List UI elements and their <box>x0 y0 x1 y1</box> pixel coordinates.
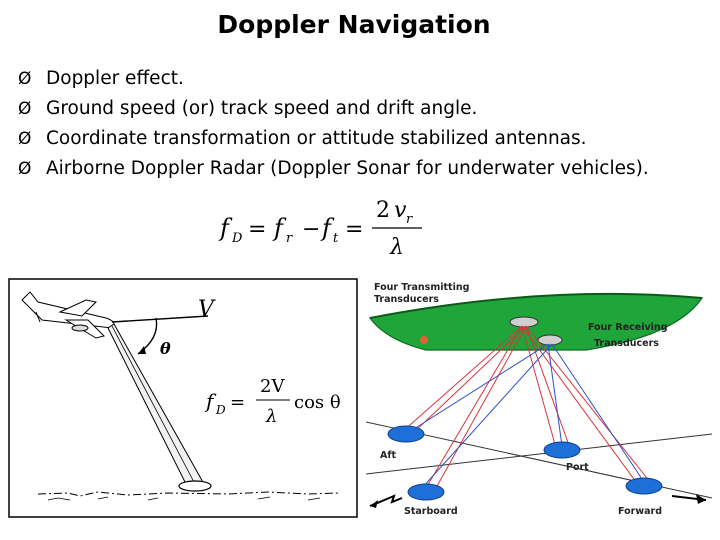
left-formula-eq: = <box>230 392 245 413</box>
angle-label: θ <box>160 339 171 358</box>
formula-den: λ <box>389 235 404 260</box>
bullet-item: Ø Airborne Doppler Radar (Doppler Sonar f… <box>18 154 649 184</box>
transmit-label-line2: Transducers <box>374 294 439 305</box>
bullet-text: Doppler effect. <box>46 68 184 89</box>
formula-fr: f <box>272 214 287 242</box>
label-aft: Aft <box>380 450 396 461</box>
receive-label-line2: Transducers <box>594 338 659 349</box>
hull-marker <box>420 336 428 344</box>
formula-eq2: = <box>345 217 363 242</box>
formula-sub-d: D <box>231 231 243 246</box>
velocity-vector <box>111 315 209 323</box>
label-starboard: Starboard <box>404 506 458 517</box>
formula-eq: = <box>248 217 266 242</box>
formula-num-two: 2 <box>376 198 390 223</box>
vessel-deck-edge <box>369 292 703 319</box>
starboard-arrowhead-icon <box>370 500 378 508</box>
formula-num-v: v <box>394 198 407 223</box>
beam-centerline <box>111 325 196 485</box>
left-formula-num: 2V <box>260 376 285 397</box>
bullet-arrow-icon: Ø <box>18 99 32 119</box>
bullet-item: Ø Doppler effect. <box>18 64 649 94</box>
footprint-forward <box>625 477 663 495</box>
bullet-item: Ø Ground speed (or) track speed and drift… <box>18 94 649 124</box>
bullet-arrow-icon: Ø <box>18 129 32 149</box>
seafloor-line-a <box>366 433 713 475</box>
formula-num-sub-r: r <box>406 212 413 227</box>
vessel-doppler-sonar-diagram: Four Transmitting Transducers Four Recei… <box>366 282 713 517</box>
bullet-text: Ground speed (or) track speed and drift … <box>46 98 478 119</box>
transmit-beams <box>401 325 651 489</box>
footprint-aft <box>387 425 425 443</box>
aircraft-doppler-diagram: V θ f D = 2V λ cos θ <box>8 278 358 518</box>
bullet-item: Ø Coordinate transformation or attitude s… <box>18 124 649 154</box>
forward-arrowhead-icon <box>696 494 706 504</box>
transmitting-transducers <box>509 316 539 328</box>
ground-line <box>37 491 339 497</box>
left-formula-sub-d: D <box>215 403 226 417</box>
label-forward: Forward <box>618 506 662 517</box>
velocity-label: V <box>198 297 216 322</box>
ground-hatch <box>47 496 321 501</box>
left-formula-cos: cos θ <box>294 392 341 413</box>
bullet-text: Airborne Doppler Radar (Doppler Sonar fo… <box>46 158 649 179</box>
formula-sub-r: r <box>286 231 293 246</box>
left-formula-den: λ <box>265 406 277 427</box>
beam-footprint <box>178 480 212 492</box>
footprint-starboard <box>407 483 445 501</box>
label-port: Port <box>566 462 589 473</box>
slide-title: Doppler Navigation <box>217 10 491 39</box>
receive-label-line1: Four Receiving <box>588 322 668 333</box>
receive-beams <box>405 343 645 489</box>
formula-minus: − <box>302 217 320 242</box>
bullet-text: Coordinate transformation or attitude st… <box>46 128 587 149</box>
bullet-arrow-icon: Ø <box>18 159 32 179</box>
doppler-formula: f D = f r − f t = 2 v r λ <box>218 198 422 260</box>
angle-arrow-icon <box>138 346 146 354</box>
formula-sub-t: t <box>333 231 339 246</box>
bullet-list: Ø Doppler effect. Ø Ground speed (or) trac… <box>18 64 649 184</box>
formula-f: f <box>218 214 233 242</box>
starboard-arrow-icon <box>369 494 403 507</box>
receiving-transducers <box>537 334 563 346</box>
transmit-label-line1: Four Transmitting <box>374 282 469 293</box>
bullet-arrow-icon: Ø <box>18 69 32 89</box>
footprint-port <box>543 441 581 459</box>
